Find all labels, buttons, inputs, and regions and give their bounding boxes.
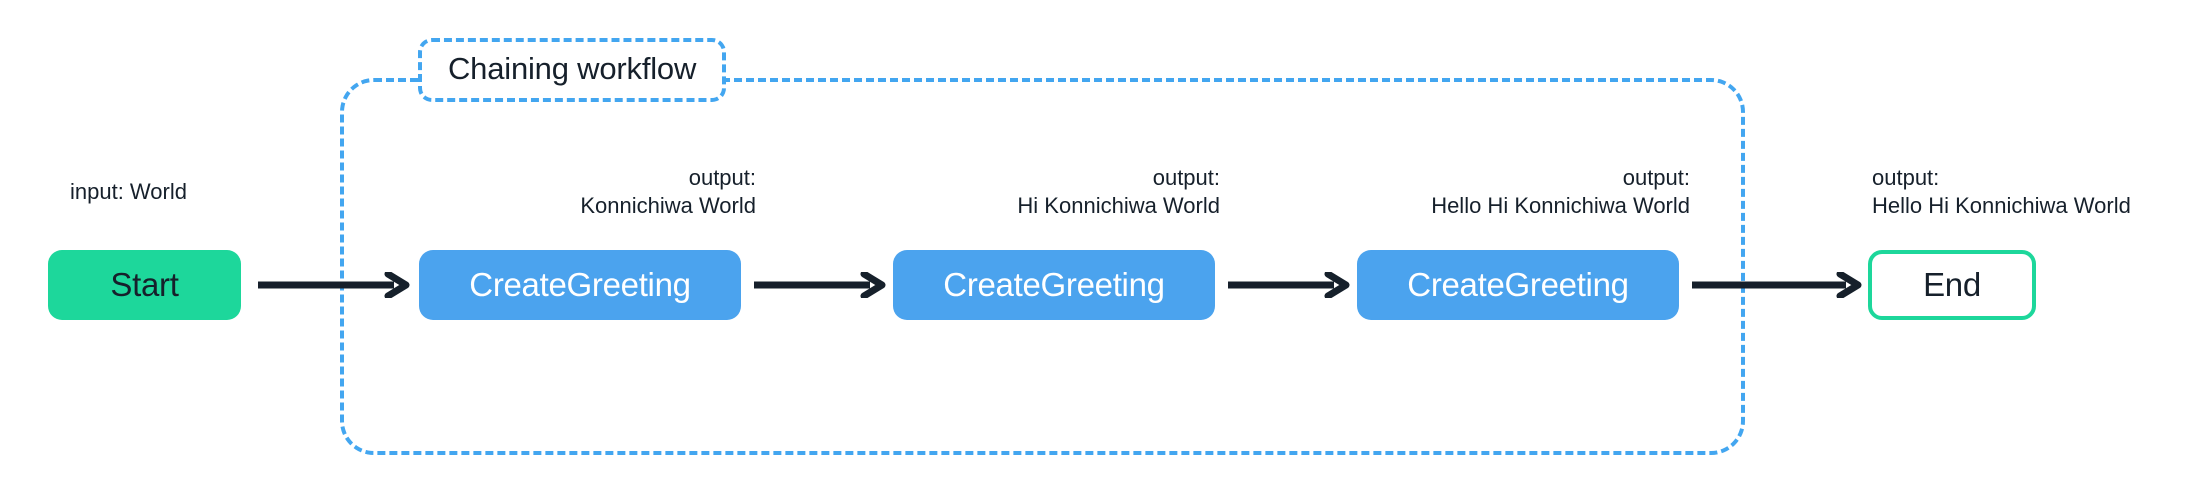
arrow-task1-to-task2 xyxy=(754,272,886,298)
node-create-greeting-2[interactable]: CreateGreeting xyxy=(893,250,1215,320)
node-create-greeting-2-label: CreateGreeting xyxy=(943,266,1165,303)
node-create-greeting-1[interactable]: CreateGreeting xyxy=(419,250,741,320)
annotation-task3-output: output: Hello Hi Konnichiwa World xyxy=(1320,164,1690,220)
node-create-greeting-3[interactable]: CreateGreeting xyxy=(1357,250,1679,320)
node-create-greeting-3-label: CreateGreeting xyxy=(1407,266,1629,303)
node-start-label: Start xyxy=(110,266,179,303)
node-start[interactable]: Start xyxy=(48,250,241,320)
annotation-task1-output-value: Konnichiwa World xyxy=(580,193,756,218)
node-create-greeting-1-label: CreateGreeting xyxy=(469,266,691,303)
annotation-start-input-prefix: input: World xyxy=(70,179,187,204)
annotation-task1-output: output: Konnichiwa World xyxy=(404,164,756,220)
annotation-end-output-prefix: output: xyxy=(1872,165,1940,190)
annotation-task3-output-prefix: output: xyxy=(1622,165,1690,190)
arrow-task2-to-task3 xyxy=(1228,272,1350,298)
annotation-end-output-value: Hello Hi Konnichiwa World xyxy=(1872,193,2131,218)
arrow-start-to-task1 xyxy=(258,272,410,298)
annotation-task2-output-prefix: output: xyxy=(1152,165,1220,190)
arrow-task3-to-end xyxy=(1692,272,1862,298)
chaining-workflow-group xyxy=(340,78,1745,455)
chaining-workflow-group-label: Chaining workflow xyxy=(418,38,727,103)
node-end[interactable]: End xyxy=(1868,250,2036,320)
annotation-task2-output: output: Hi Konnichiwa World xyxy=(868,164,1220,220)
node-end-label: End xyxy=(1923,266,1981,303)
annotation-task2-output-value: Hi Konnichiwa World xyxy=(1017,193,1220,218)
annotation-task3-output-value: Hello Hi Konnichiwa World xyxy=(1431,193,1690,218)
annotation-task1-output-prefix: output: xyxy=(688,165,756,190)
annotation-end-output: output: Hello Hi Konnichiwa World xyxy=(1872,164,2200,220)
annotation-start-input: input: World xyxy=(70,178,187,206)
